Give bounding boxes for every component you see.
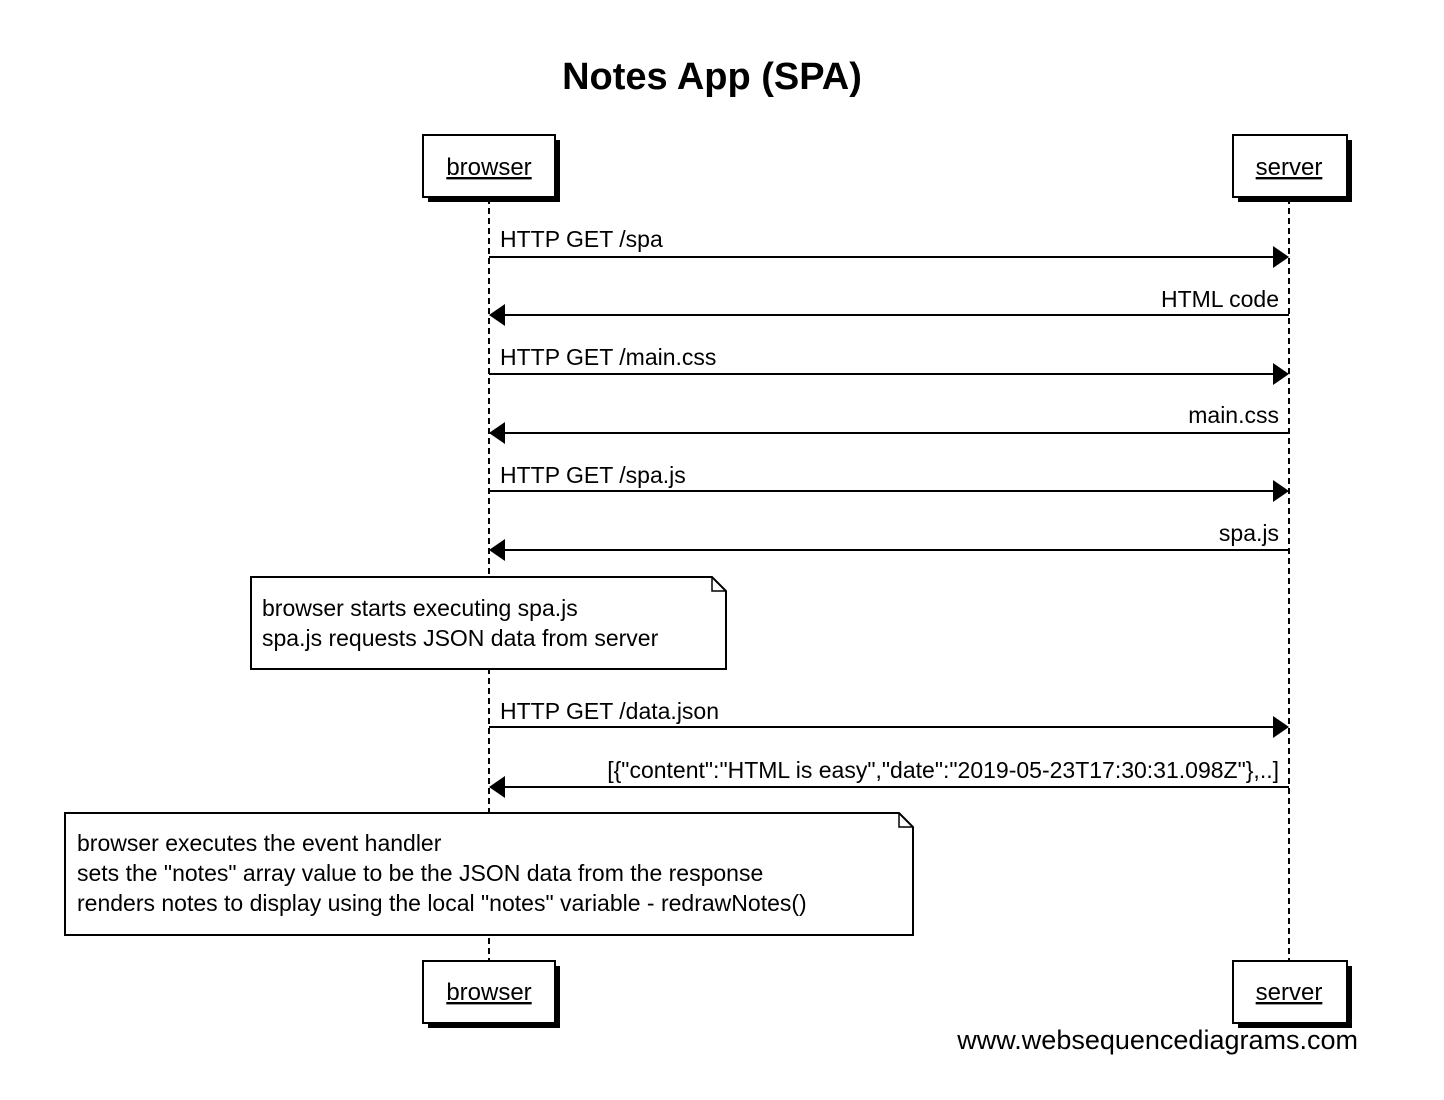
message-label: main.css <box>1188 402 1279 428</box>
footer-watermark: www.websequencediagrams.com <box>956 1025 1358 1055</box>
note-line: renders notes to display using the local… <box>77 890 807 916</box>
actor-server-bottom: server <box>1232 960 1352 1028</box>
message-label: spa.js <box>1219 520 1279 546</box>
message-6: spa.js <box>489 520 1289 561</box>
message-8: [{"content":"HTML is easy","date":"2019-… <box>489 757 1289 798</box>
message-label: HTML code <box>1161 286 1279 312</box>
diagram-title: Notes App (SPA) <box>562 56 862 98</box>
message-label: HTTP GET /data.json <box>500 698 719 724</box>
note-2: browser executes the event handler sets … <box>64 812 914 936</box>
message-3: HTTP GET /main.css <box>489 344 1289 385</box>
actor-browser-top: browser <box>422 134 560 202</box>
note-line: browser starts executing spa.js <box>262 595 578 621</box>
actor-browser-bottom: browser <box>422 960 560 1028</box>
actor-label: server <box>1256 979 1323 1006</box>
message-7: HTTP GET /data.json <box>489 698 1289 738</box>
message-2: HTML code <box>489 286 1289 326</box>
message-1: HTTP GET /spa <box>489 226 1289 268</box>
actor-label: browser <box>446 979 531 1006</box>
message-4: main.css <box>489 402 1289 444</box>
message-label: [{"content":"HTML is easy","date":"2019-… <box>607 757 1279 783</box>
message-5: HTTP GET /spa.js <box>489 462 1289 502</box>
actor-label: browser <box>446 154 531 181</box>
actor-label: server <box>1256 154 1323 181</box>
actor-server-top: server <box>1232 134 1352 202</box>
note-line: sets the "notes" array value to be the J… <box>77 860 763 886</box>
message-label: HTTP GET /spa <box>500 226 663 252</box>
note-line: spa.js requests JSON data from server <box>262 625 659 651</box>
message-label: HTTP GET /main.css <box>500 344 716 370</box>
note-1: browser starts executing spa.js spa.js r… <box>250 576 727 670</box>
note-line: browser executes the event handler <box>77 830 442 856</box>
message-label: HTTP GET /spa.js <box>500 462 686 488</box>
